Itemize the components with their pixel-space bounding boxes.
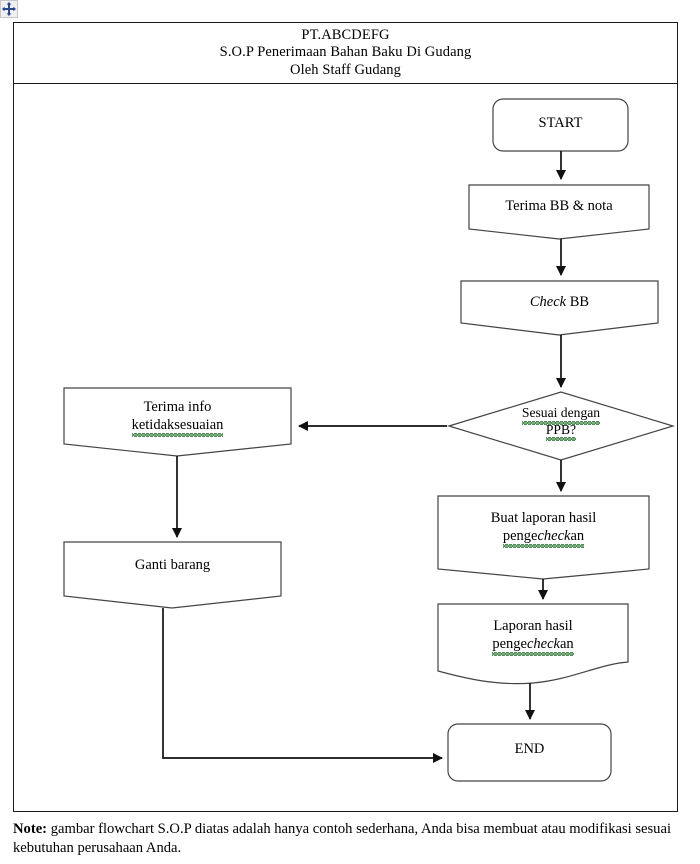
node-start[interactable] <box>492 98 629 152</box>
node-decision-ppb[interactable] <box>446 391 676 461</box>
sop-title: S.O.P Penerimaan Bahan Baku Di Gudang <box>219 44 472 61</box>
move-cross-arrows-icon <box>1 1 17 17</box>
document-header: PT.ABCDEFG S.O.P Penerimaan Bahan Baku D… <box>14 23 677 84</box>
note-body: gambar flowchart S.O.P diatas adalah han… <box>13 821 672 856</box>
note-lead: Note: <box>13 821 48 837</box>
note-text: Note: gambar flowchart S.O.P diatas adal… <box>13 820 673 857</box>
node-check-bb[interactable] <box>460 280 659 336</box>
edge-ganti-barang-to-end <box>162 608 444 764</box>
node-terima-info[interactable] <box>63 387 292 457</box>
flowchart-canvas: START Terima BB & nota Check BB Sesuai d… <box>14 23 679 813</box>
flowchart-shapes <box>63 98 676 782</box>
sop-document-frame: PT.ABCDEFG S.O.P Penerimaan Bahan Baku D… <box>13 22 678 812</box>
sop-subtitle: Oleh Staff Gudang <box>290 61 401 78</box>
node-buat-laporan[interactable] <box>437 495 650 580</box>
node-laporan-hasil[interactable] <box>437 603 629 685</box>
node-terima-bb[interactable] <box>468 184 650 240</box>
node-ganti-barang[interactable] <box>63 541 282 609</box>
node-end[interactable] <box>447 723 612 782</box>
window-move-handle[interactable] <box>0 0 18 18</box>
company-name: PT.ABCDEFG <box>301 27 390 44</box>
